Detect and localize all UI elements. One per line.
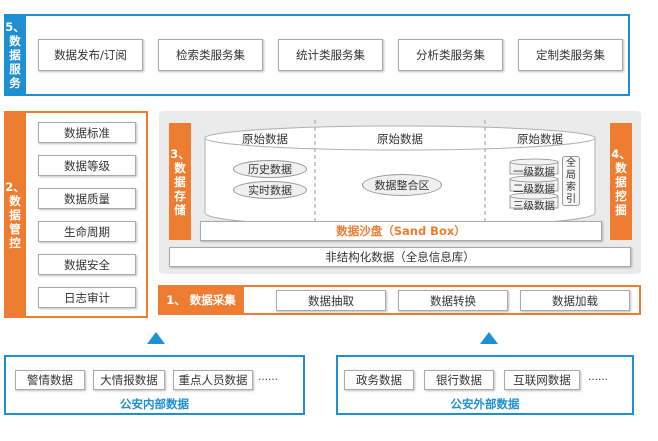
label-char: 挖 [615, 188, 627, 203]
more-ellipsis: …… [588, 372, 608, 383]
label-char: 索 [566, 182, 576, 193]
cylinder-header: 原始数据 [242, 132, 288, 146]
label-char: 数 [9, 193, 21, 208]
governance-item[interactable]: 数据标准 [38, 122, 136, 143]
label-char: 全 [566, 158, 576, 169]
index-level-label: 三级数据 [513, 200, 555, 212]
governance-item[interactable]: 数据等级 [38, 155, 136, 176]
collection-item[interactable]: 数据加载 [520, 290, 630, 311]
realtime-data-oval[interactable]: 实时数据 [233, 181, 307, 199]
internal-source-item[interactable]: 警情数据 [15, 370, 85, 390]
data-governance-label: 2、 数 据 管 控 [4, 111, 26, 318]
label-char: 储 [174, 202, 186, 217]
integration-zone-oval[interactable]: 数据整合区 [362, 174, 442, 196]
external-source-item[interactable]: 互联网数据 [504, 370, 580, 390]
label-char: 据 [174, 174, 186, 189]
label-char: 数 [615, 160, 627, 175]
layer-number: 2、 [5, 179, 25, 194]
governance-item[interactable]: 生命周期 [38, 221, 136, 242]
label-char: 控 [9, 235, 21, 250]
service-item[interactable]: 分析类服务集 [398, 39, 503, 71]
cylinder-header: 原始数据 [377, 132, 423, 146]
layer-number: 3、 [170, 146, 190, 161]
up-arrow-icon [147, 332, 165, 344]
governance-item[interactable]: 日志审计 [38, 287, 136, 308]
governance-item[interactable]: 数据质量 [38, 188, 136, 209]
label-char: 数 [9, 34, 21, 48]
data-sandbox-bar[interactable]: 数据沙盘（Sand Box） [200, 221, 602, 241]
governance-item[interactable]: 数据安全 [38, 254, 136, 275]
label-char: 掘 [615, 202, 627, 217]
label-char: 局 [566, 170, 576, 181]
index-level-label: 一级数据 [513, 166, 555, 178]
service-item[interactable]: 检索类服务集 [158, 39, 263, 71]
service-item[interactable]: 数据发布/订阅 [38, 39, 143, 71]
data-storage-label: 3、 数 据 存 储 [169, 123, 191, 240]
history-data-oval[interactable]: 历史数据 [233, 160, 307, 178]
layer-number: 4、 [611, 146, 631, 161]
data-mining-label: 4、 数 据 挖 掘 [610, 123, 632, 240]
label-char: 据 [9, 207, 21, 222]
label-char: 务 [9, 76, 21, 90]
label-char: 数 [174, 160, 186, 175]
index-stack-icon [509, 158, 559, 209]
up-arrow-icon [480, 332, 498, 344]
external-source-item[interactable]: 银行数据 [424, 370, 494, 390]
more-ellipsis: …… [258, 372, 278, 383]
external-source-item[interactable]: 政务数据 [344, 370, 414, 390]
label-char: 引 [566, 194, 576, 205]
label-char: 管 [9, 221, 21, 236]
service-item[interactable]: 定制类服务集 [518, 39, 623, 71]
label-char: 服 [9, 62, 21, 76]
internal-source-title: 公安内部数据 [120, 397, 189, 411]
label-char: 据 [9, 48, 21, 62]
label-char: 存 [174, 188, 186, 203]
index-level-label: 二级数据 [513, 183, 555, 195]
layer-number: 5、 [5, 20, 25, 34]
unstructured-data-bar[interactable]: 非结构化数据（全息信息库） [169, 247, 631, 267]
cylinder-header: 原始数据 [517, 132, 563, 146]
data-collection-label: 1、 数据采集 [158, 285, 244, 315]
collection-item[interactable]: 数据转换 [398, 290, 508, 311]
external-source-title: 公安外部数据 [450, 397, 520, 411]
service-item[interactable]: 统计类服务集 [278, 39, 383, 71]
data-governance-layer [4, 111, 148, 318]
global-index-box[interactable]: 全 局 索 引 [562, 156, 580, 206]
internal-source-item[interactable]: 大情报数据 [93, 370, 165, 390]
collection-item[interactable]: 数据抽取 [276, 290, 386, 311]
label-char: 据 [615, 174, 627, 189]
data-service-label: 5、 数 据 服 务 [4, 14, 26, 96]
internal-source-item[interactable]: 重点人员数据 [173, 370, 253, 390]
